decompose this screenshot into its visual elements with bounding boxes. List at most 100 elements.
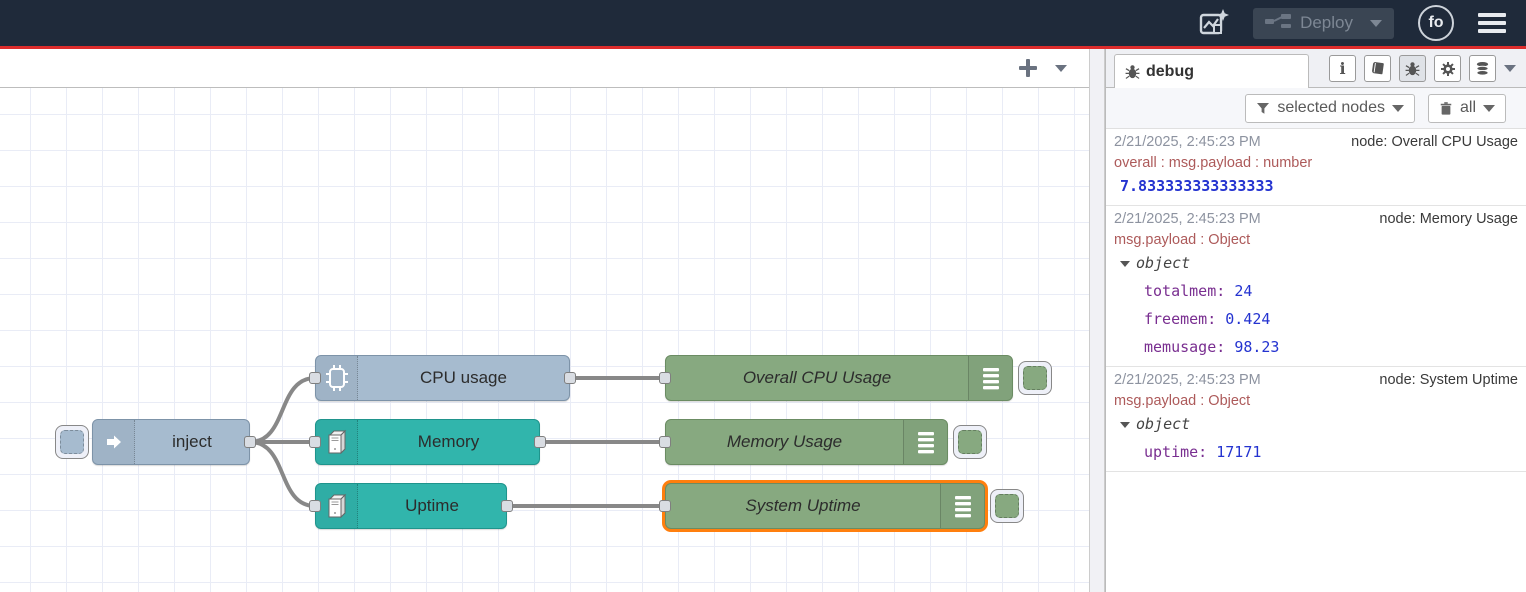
info-tab-button[interactable]: i — [1329, 55, 1356, 82]
wire[interactable] — [248, 440, 317, 508]
message-node-name: node: Overall CPU Usage — [1351, 134, 1518, 150]
filter-chevron-down-icon — [1391, 104, 1404, 112]
input-port[interactable] — [309, 500, 321, 512]
debug-toggle-inner — [1023, 366, 1047, 390]
output-port[interactable] — [244, 436, 256, 448]
debug-node-overall-cpu[interactable]: Overall CPU Usage — [665, 355, 1013, 401]
debug-toggle-button[interactable] — [1018, 361, 1052, 395]
collapse-triangle-icon[interactable] — [1120, 260, 1130, 267]
message-meta: msg.payload : Object — [1114, 393, 1251, 409]
object-field: uptime: 17171 — [1144, 443, 1262, 461]
tab-debug[interactable]: debug — [1114, 54, 1309, 88]
message-meta: msg.payload : Object — [1114, 232, 1251, 248]
object-field: memusage: 98.23 — [1144, 338, 1280, 356]
bug-icon — [1405, 62, 1420, 76]
database-icon — [1476, 61, 1489, 76]
input-port[interactable] — [309, 436, 321, 448]
trash-icon — [1440, 101, 1452, 115]
cpu-chip-icon — [316, 356, 358, 400]
uptime-node[interactable]: Uptime — [315, 483, 507, 529]
server-tower-icon — [316, 420, 358, 464]
debug-node-memory[interactable]: Memory Usage — [665, 419, 948, 465]
node-label: CPU usage — [420, 368, 507, 387]
debug-message[interactable]: 2/21/2025, 2:45:23 PM node: Memory Usage… — [1106, 206, 1526, 367]
object-label: object — [1136, 415, 1191, 433]
inject-trigger-button[interactable] — [55, 425, 89, 459]
filter-label: selected nodes — [1277, 99, 1385, 116]
bug-icon — [1125, 65, 1140, 79]
deploy-button[interactable]: Deploy — [1253, 7, 1394, 39]
context-data-button[interactable] — [1469, 55, 1496, 82]
header-accent-line — [0, 46, 1526, 49]
node-label: Memory — [417, 432, 480, 451]
flow-canvas[interactable]: inject CPU usage — [0, 88, 1089, 592]
debug-toggle-button[interactable] — [953, 425, 987, 459]
debug-list-icon — [903, 420, 947, 464]
inject-node[interactable]: inject — [92, 419, 250, 465]
message-value: 7.833333333333333 — [1120, 177, 1274, 195]
input-port[interactable] — [309, 372, 321, 384]
debug-message[interactable]: 2/21/2025, 2:45:23 PM node: System Uptim… — [1106, 367, 1526, 472]
input-port[interactable] — [659, 500, 671, 512]
memory-node[interactable]: Memory — [315, 419, 540, 465]
sidebar-icon-buttons: i — [1309, 55, 1516, 87]
wires-layer — [248, 376, 667, 508]
node-label: Overall CPU Usage — [742, 368, 892, 387]
inject-arrow-icon — [93, 420, 135, 464]
output-port[interactable] — [534, 436, 546, 448]
clear-chevron-down-icon — [1483, 104, 1495, 112]
server-tower-icon — [316, 484, 358, 528]
debug-message-list: 2/21/2025, 2:45:23 PM node: Overall CPU … — [1106, 129, 1526, 592]
deploy-label: Deploy — [1300, 13, 1353, 32]
flow-tabbar — [0, 49, 1089, 88]
message-node-name: node: Memory Usage — [1379, 211, 1518, 227]
sidebar-chevron-down-icon[interactable] — [1504, 65, 1516, 72]
debug-toolbar: selected nodes all — [1106, 88, 1526, 129]
debug-list-icon — [940, 484, 984, 528]
message-timestamp: 2/21/2025, 2:45:23 PM — [1114, 372, 1261, 388]
debug-toggle-inner — [958, 430, 982, 454]
output-port[interactable] — [564, 372, 576, 384]
object-field: totalmem: 24 — [1144, 282, 1253, 300]
main-menu-icon[interactable] — [1478, 13, 1506, 33]
flow-list-chevron-down-icon[interactable] — [1055, 64, 1067, 72]
message-node-name: node: System Uptime — [1379, 372, 1518, 388]
deploy-icon — [1265, 13, 1292, 34]
debug-toggle-button[interactable] — [990, 489, 1024, 523]
config-nodes-button[interactable] — [1434, 55, 1461, 82]
user-avatar[interactable]: fo — [1418, 5, 1454, 41]
debug-message[interactable]: 2/21/2025, 2:45:23 PM node: Overall CPU … — [1106, 129, 1526, 206]
flow-assistant-icon[interactable] — [1197, 7, 1230, 39]
gear-icon — [1440, 61, 1455, 76]
node-label: Uptime — [405, 496, 459, 515]
input-port[interactable] — [659, 436, 671, 448]
debug-tab-button[interactable] — [1399, 55, 1426, 82]
deploy-caret-icon[interactable] — [1370, 19, 1382, 27]
node-label: System Uptime — [745, 496, 861, 515]
help-tab-button[interactable] — [1364, 55, 1391, 82]
info-icon: i — [1339, 59, 1346, 78]
collapse-triangle-icon[interactable] — [1120, 421, 1130, 428]
book-icon — [1372, 62, 1384, 75]
sidebar-splitter[interactable] — [1090, 49, 1105, 592]
message-timestamp: 2/21/2025, 2:45:23 PM — [1114, 211, 1261, 227]
add-flow-icon[interactable] — [1019, 59, 1037, 77]
input-port[interactable] — [659, 372, 671, 384]
clear-label: all — [1459, 99, 1476, 116]
message-timestamp: 2/21/2025, 2:45:23 PM — [1114, 134, 1261, 150]
output-port[interactable] — [501, 500, 513, 512]
cpu-usage-node[interactable]: CPU usage — [315, 355, 570, 401]
wire[interactable] — [248, 376, 317, 444]
header-bar: Deploy fo — [0, 0, 1526, 46]
debug-clear-button[interactable]: all — [1427, 93, 1506, 123]
debug-node-uptime[interactable]: System Uptime — [665, 483, 985, 529]
object-label: object — [1136, 254, 1191, 272]
debug-toggle-inner — [995, 494, 1019, 518]
debug-sidebar: debug i — [1105, 49, 1526, 592]
node-label: Memory Usage — [726, 432, 843, 451]
tab-debug-label: debug — [1146, 62, 1194, 80]
inject-trigger-inner — [60, 430, 84, 454]
debug-filter-button[interactable]: selected nodes — [1245, 93, 1415, 123]
sidebar-tabs: debug i — [1106, 49, 1526, 88]
